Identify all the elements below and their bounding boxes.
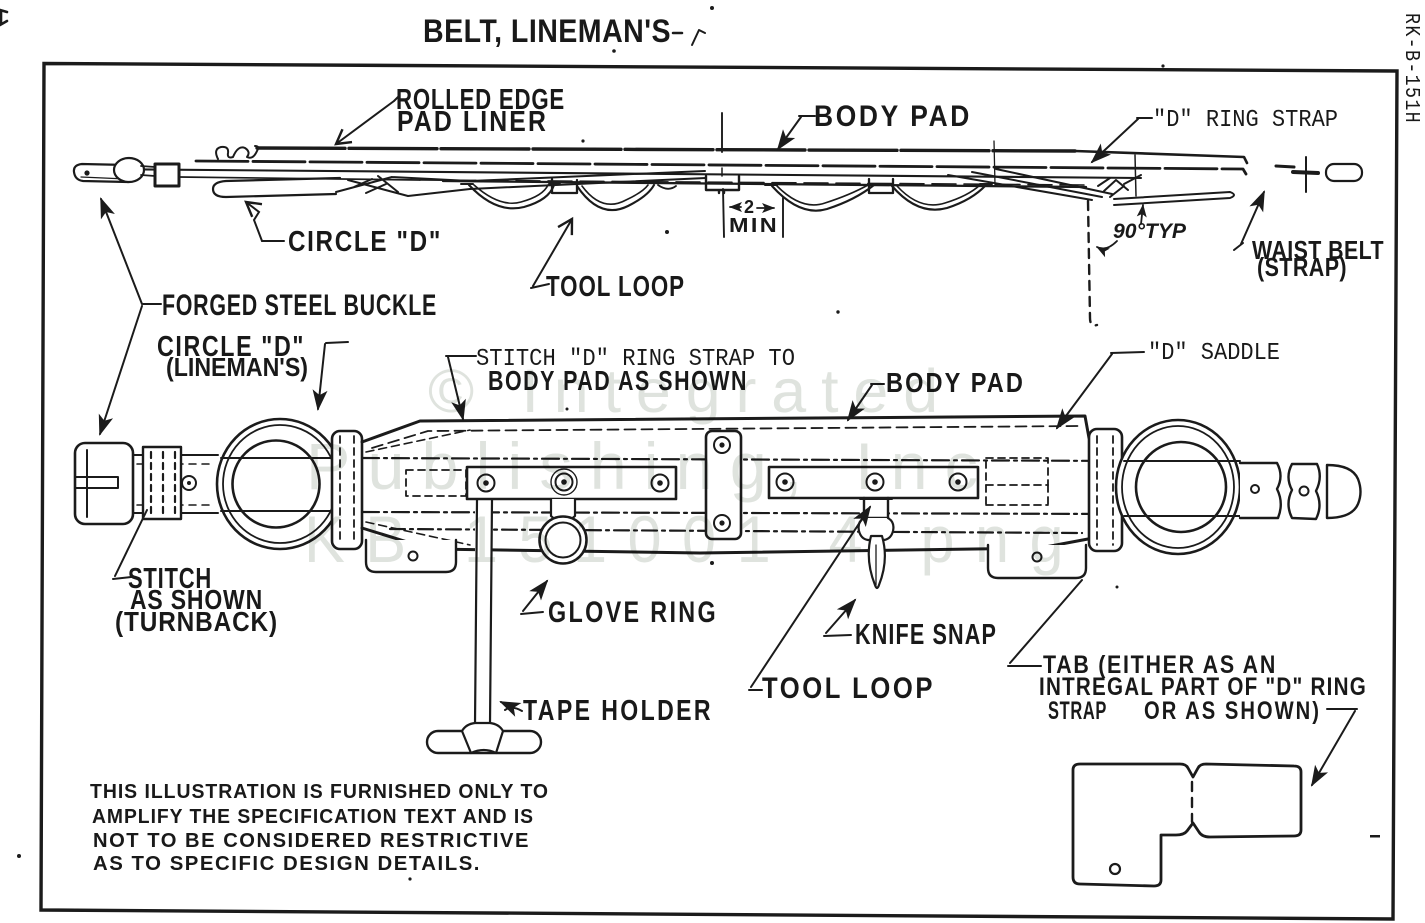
svg-text:OR AS SHOWN): OR AS SHOWN) <box>1144 697 1321 725</box>
svg-text:TOOL LOOP: TOOL LOOP <box>546 271 685 303</box>
svg-text:90°TYP: 90°TYP <box>1113 220 1187 243</box>
svg-text:INTREGAL PART OF "D" RING: INTREGAL PART OF "D" RING <box>1039 673 1367 701</box>
svg-text:STRAP: STRAP <box>1048 697 1107 725</box>
svg-text:BODY PAD: BODY PAD <box>886 367 1025 398</box>
svg-text:(STRAP): (STRAP) <box>1257 252 1347 282</box>
svg-text:STITCH: STITCH <box>128 563 212 595</box>
svg-text:BODY PAD AS SHOWN: BODY PAD AS SHOWN <box>488 365 748 396</box>
svg-text:BELT, LINEMAN'S: BELT, LINEMAN'S <box>423 13 671 49</box>
svg-text:AS SHOWN: AS SHOWN <box>130 584 263 615</box>
svg-text:TOOL LOOP: TOOL LOOP <box>762 672 935 705</box>
svg-text:KNIFE SNAP: KNIFE SNAP <box>855 619 997 651</box>
svg-text:(TURNBACK): (TURNBACK) <box>115 606 278 637</box>
svg-text:TAPE HOLDER: TAPE HOLDER <box>523 695 713 727</box>
svg-text:FORGED STEEL BUCKLE: FORGED STEEL BUCKLE <box>162 289 437 322</box>
svg-text:BODY PAD: BODY PAD <box>814 100 972 133</box>
svg-text:THIS ILLUSTRATION IS FURNISHED: THIS ILLUSTRATION IS FURNISHED ONLY TO <box>90 781 549 803</box>
svg-text:Publishing, Inc: Publishing, Inc <box>306 429 995 503</box>
svg-text:CIRCLE "D": CIRCLE "D" <box>288 226 442 258</box>
svg-text:GLOVE RING: GLOVE RING <box>548 596 718 629</box>
svg-text:2: 2 <box>744 197 754 217</box>
svg-text:MIN: MIN <box>729 215 779 237</box>
svg-text:NOT TO BE CONSIDERED RESTRICTI: NOT TO BE CONSIDERED RESTRICTIVE <box>93 830 530 852</box>
svg-text:"D" RING STRAP: "D" RING STRAP <box>1153 107 1338 134</box>
svg-text:PAD LINER: PAD LINER <box>397 106 548 138</box>
svg-text:STITCH "D" RING STRAP TO: STITCH "D" RING STRAP TO <box>476 346 795 373</box>
svg-text:(LINEMAN'S): (LINEMAN'S) <box>166 352 308 382</box>
svg-text:TAB (EITHER AS AN: TAB (EITHER AS AN <box>1043 651 1277 679</box>
svg-text:© Integrated: © Integrated <box>428 357 953 425</box>
svg-text:ROLLED EDGE: ROLLED EDGE <box>396 84 565 116</box>
svg-text:RK-B-151H: RK-B-151H <box>1399 13 1422 124</box>
svg-text:"D" SADDLE: "D" SADDLE <box>1148 340 1280 367</box>
svg-text:AS TO SPECIFIC DESIGN DETAILS.: AS TO SPECIFIC DESIGN DETAILS. <box>93 853 481 875</box>
svg-text:KB 151001 4 png: KB 151001 4 png <box>304 502 1084 576</box>
svg-text:CIRCLE "D": CIRCLE "D" <box>157 331 305 363</box>
svg-text:AMPLIFY THE SPECIFICATION TEXT: AMPLIFY THE SPECIFICATION TEXT AND IS <box>92 806 534 828</box>
svg-text:WAIST BELT: WAIST BELT <box>1252 235 1384 265</box>
